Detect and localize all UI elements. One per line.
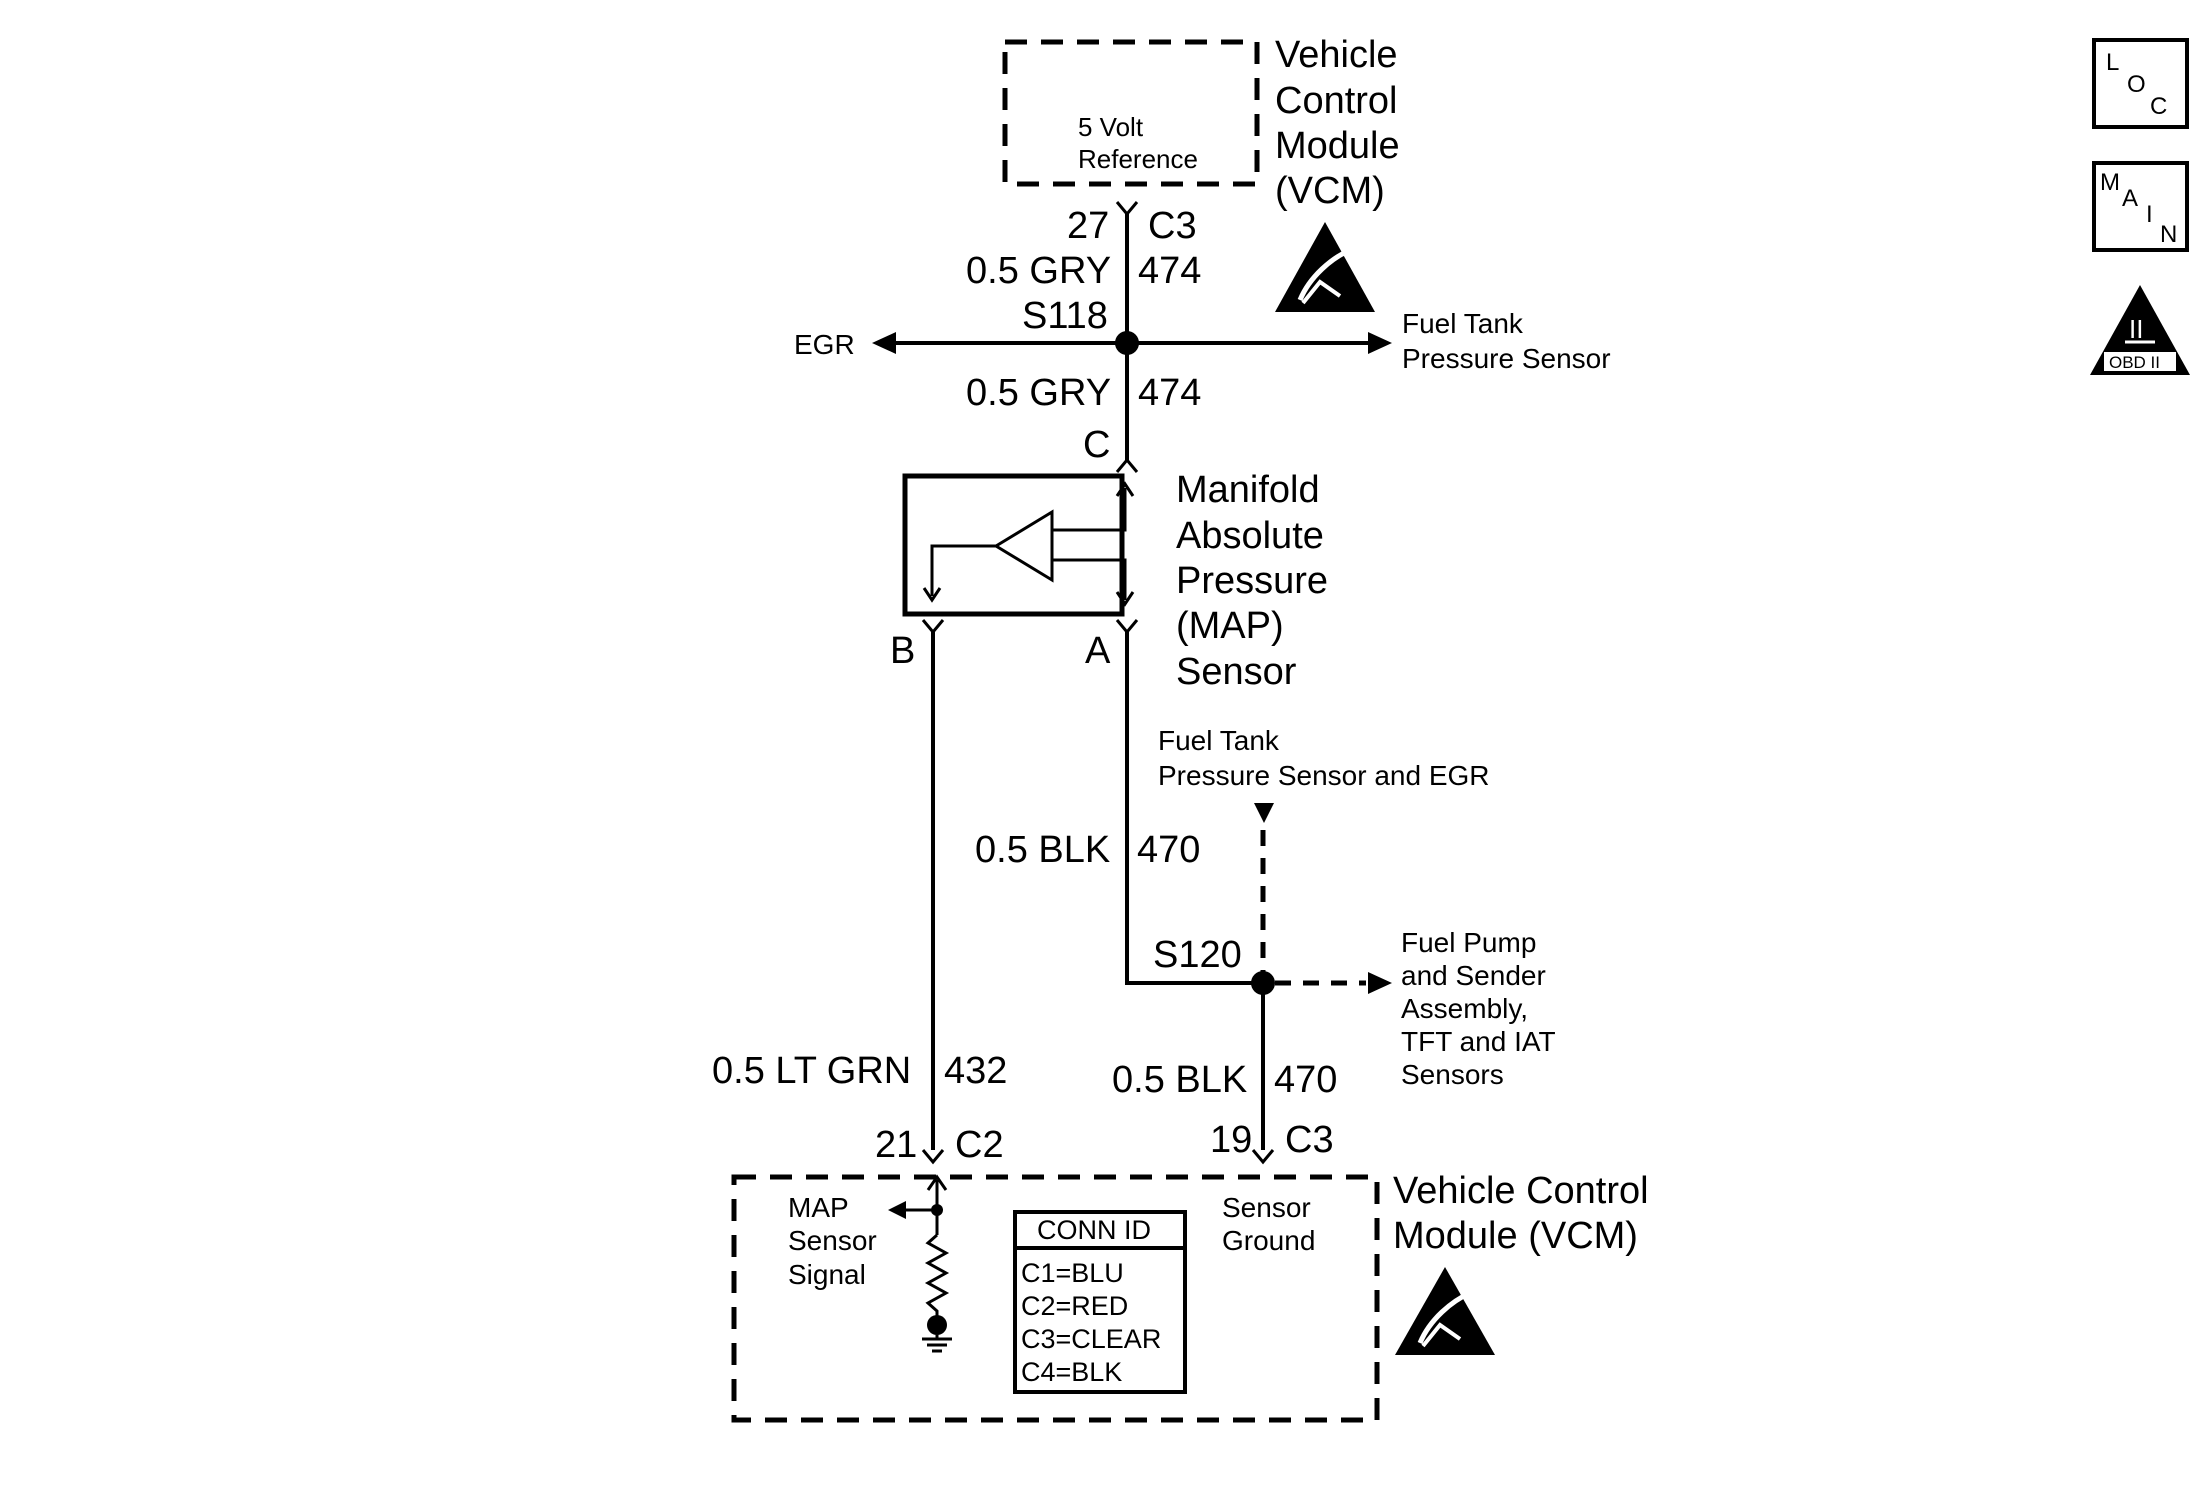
splice-s118-label: S118 xyxy=(1022,295,1108,337)
bottom-vcm-dashed-box xyxy=(731,1174,1380,1423)
map-name-line-3: Pressure xyxy=(1176,560,1328,602)
signal-arrow-icon xyxy=(888,1201,906,1219)
top-connector: 27 C3 xyxy=(1067,201,1197,247)
bottom-connector-right-id: C3 xyxy=(1285,1119,1334,1161)
svg-text:OBD II: OBD II xyxy=(2109,353,2160,372)
svg-text:O: O xyxy=(2127,71,2146,98)
top-connector-id: C3 xyxy=(1148,205,1197,247)
fuel-tank-arrow-icon xyxy=(1368,332,1392,354)
wire-474-upper-label: 0.5 GRY xyxy=(966,250,1111,292)
conn-id-row-2: C2=RED xyxy=(1021,1291,1128,1321)
vcm-signal-line-3: Signal xyxy=(788,1259,866,1290)
splice-s118-dot xyxy=(1115,331,1139,355)
bottom-connector-left-id: C2 xyxy=(955,1124,1004,1166)
top-vcm-name-line-2: Control xyxy=(1275,80,1398,122)
map-name-line-5: Sensor xyxy=(1176,651,1297,693)
branch-egr-label: EGR xyxy=(794,329,855,360)
wire-470-lower-label: 0.5 BLK xyxy=(1112,1059,1247,1101)
wire-474-lower-circuit: 474 xyxy=(1138,372,1201,414)
svg-text:II: II xyxy=(2129,314,2143,344)
top-connector-pin: 27 xyxy=(1067,205,1109,247)
branch-fuel-tank-line-1: Fuel Tank xyxy=(1402,308,1524,339)
top-vcm-name-line-4: (VCM) xyxy=(1275,170,1385,212)
vcm-signal-line-2: Sensor xyxy=(788,1225,877,1256)
bottom-vcm-name-line-1: Vehicle Control xyxy=(1393,1170,1649,1212)
wire-470-upper-circuit: 470 xyxy=(1137,829,1200,871)
conn-id-row-4: C4=BLK xyxy=(1021,1357,1122,1387)
map-name-line-1: Manifold xyxy=(1176,469,1320,511)
conn-id-row-1: C1=BLU xyxy=(1021,1258,1124,1288)
esd-warning-icon-bottom xyxy=(1395,1267,1495,1355)
top-vcm-module: 5 Volt Reference Vehicle Control Module … xyxy=(1002,34,1400,312)
wire-474-lower-label: 0.5 GRY xyxy=(966,372,1111,414)
bottom-connector-left-pin: 21 xyxy=(875,1124,917,1166)
resistor-node-dot xyxy=(927,1315,947,1335)
map-pin-b: B xyxy=(890,630,915,672)
bottom-connector-right: 19 C3 xyxy=(1210,1119,1334,1165)
map-sensor-box xyxy=(902,473,1125,617)
ground-from-line-1: Fuel Tank xyxy=(1158,725,1280,756)
conn-id-title: CONN ID xyxy=(1037,1215,1151,1245)
bottom-connector-left: 21 C2 xyxy=(875,1124,1004,1166)
bottom-vcm-module: MAP Sensor Signal Sensor Ground CONN ID … xyxy=(731,1170,1649,1423)
svg-text:M: M xyxy=(2100,169,2120,196)
map-pin-a: A xyxy=(1085,630,1111,672)
ground-from-line-2: Pressure Sensor and EGR xyxy=(1158,760,1490,791)
top-vcm-name-line-3: Module xyxy=(1275,125,1400,167)
map-sensor: C B A Manifold Absolute Pressure (MAP) S… xyxy=(890,424,1328,693)
ground-from-arrow-icon xyxy=(1254,803,1274,823)
vcm-signal-line-1: MAP xyxy=(788,1192,849,1223)
conn-id-row-3: C3=CLEAR xyxy=(1021,1324,1161,1354)
vcm-ground-line-1: Sensor xyxy=(1222,1192,1311,1223)
ground-branch-line-5: Sensors xyxy=(1401,1059,1504,1090)
bottom-vcm-name-line-2: Module (VCM) xyxy=(1393,1215,1638,1257)
wire-470-upper-label: 0.5 BLK xyxy=(975,829,1110,871)
svg-text:A: A xyxy=(2122,185,2138,212)
loc-icon[interactable]: L O C xyxy=(2092,38,2189,129)
ground-branch-line-4: TFT and IAT xyxy=(1401,1026,1556,1057)
svg-text:I: I xyxy=(2146,201,2153,228)
top-vcm-internal-line-1: 5 Volt xyxy=(1078,112,1144,142)
splice-s120-label: S120 xyxy=(1153,934,1242,976)
ground-branch-line-2: and Sender xyxy=(1401,960,1546,991)
svg-text:L: L xyxy=(2106,49,2119,76)
conn-id-table: CONN ID C1=BLU C2=RED C3=CLEAR C4=BLK xyxy=(1013,1210,1187,1394)
top-vcm-name-line-1: Vehicle xyxy=(1275,34,1398,76)
vcm-ground-line-2: Ground xyxy=(1222,1225,1315,1256)
bottom-connector-right-pin: 19 xyxy=(1210,1119,1252,1161)
map-name-line-2: Absolute xyxy=(1176,515,1324,557)
svg-text:N: N xyxy=(2160,221,2177,248)
obd-ii-icon[interactable]: II OBD II xyxy=(2090,285,2190,375)
top-vcm-dashed-box xyxy=(1002,39,1260,187)
amplifier-icon xyxy=(993,509,1054,583)
svg-text:C: C xyxy=(2150,93,2167,120)
ground-branch-line-3: Assembly, xyxy=(1401,993,1528,1024)
ground-branch-line-1: Fuel Pump xyxy=(1401,927,1536,958)
ground-branch-arrow-icon xyxy=(1368,972,1392,994)
wire-432-circuit: 432 xyxy=(944,1050,1007,1092)
wire-470-lower-circuit: 470 xyxy=(1274,1059,1337,1101)
map-name-line-4: (MAP) xyxy=(1176,605,1284,647)
wire-474-upper-circuit: 474 xyxy=(1138,250,1201,292)
top-vcm-internal-line-2: Reference xyxy=(1078,144,1198,174)
egr-arrow-icon xyxy=(872,332,896,354)
esd-warning-icon xyxy=(1275,222,1375,312)
branch-fuel-tank-line-2: Pressure Sensor xyxy=(1402,343,1611,374)
main-icon[interactable]: M A I N xyxy=(2092,161,2189,252)
pullup-resistor-icon xyxy=(924,1233,950,1318)
map-pin-c: C xyxy=(1083,424,1110,466)
wire-432-label: 0.5 LT GRN xyxy=(712,1050,911,1092)
wire-470-upper xyxy=(1125,632,1263,985)
